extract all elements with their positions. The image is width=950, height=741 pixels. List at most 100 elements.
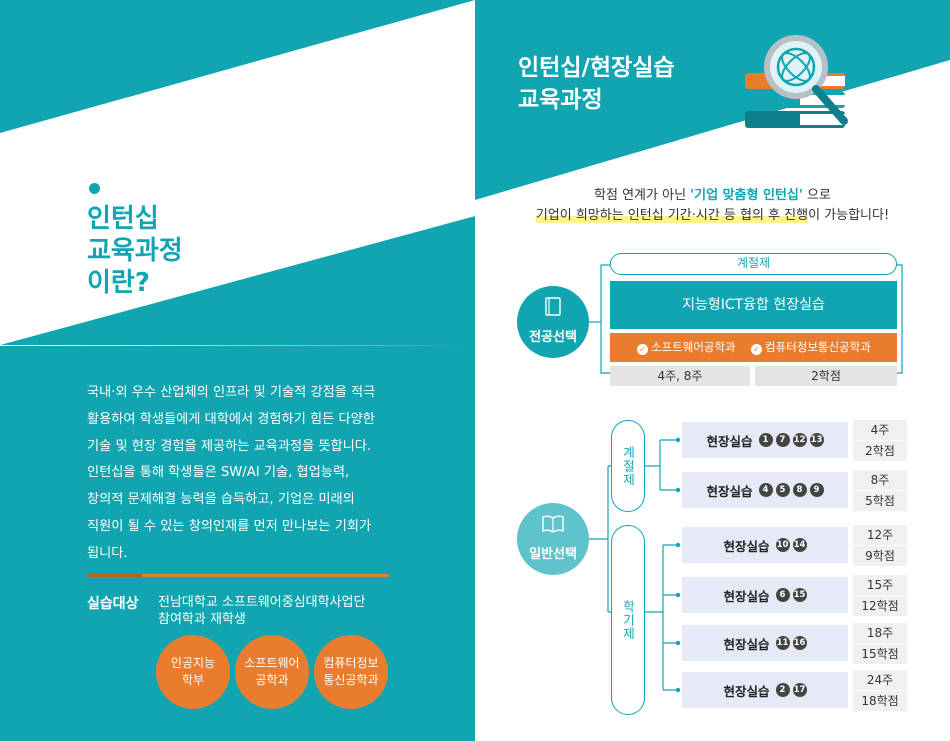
intro-text: 이 가능합니다! (808, 208, 890, 223)
dept-circle-sw: 소프트웨어 공학과 (235, 635, 309, 709)
dept-line: 통신공학과 (323, 673, 379, 687)
course-number-badge: 10 (775, 538, 790, 552)
target-label: 실습대상 (87, 596, 139, 612)
course-weeks: 18주 (853, 623, 907, 643)
course-credits: 5학점 (853, 491, 907, 511)
general-selection-circle: 일반선택 (517, 503, 589, 575)
right-title-line: 인턴십/현장실습 (518, 55, 675, 81)
course-number-badge: 1 (758, 433, 773, 447)
course-weeks: 8주 (853, 470, 907, 490)
intro-marked-text: 기업이 희망하는 인턴십 기간·시간 등 협의 후 진행 (535, 208, 809, 223)
course-number-badge: 11 (775, 636, 790, 650)
course-weeks: 24주 (853, 670, 907, 690)
course-name: 현장실습 (723, 683, 770, 699)
intro-line-1: 학점 연계가 아닌 '기업 맞춤형 인턴십' 으로 (475, 184, 950, 203)
description-line: 인턴십을 통해 학생들은 SW/AI 기술, 협업능력, (87, 465, 350, 481)
right-title-line: 교육과정 (518, 87, 603, 113)
major-credits: 2학점 (755, 366, 897, 386)
course-name: 현장실습 (723, 538, 770, 554)
dept-line: 컴퓨터정보 (323, 656, 379, 670)
major-dept-label: 컴퓨터정보통신공학과 (765, 340, 871, 354)
major-depts: ✓소프트웨어공학과 ✓컴퓨터정보통신공학과 (610, 333, 897, 362)
course-number-badge: 15 (792, 588, 807, 602)
major-program: 지능형ICT융합 현장실습 (610, 281, 897, 329)
major-dept-label: 소프트웨어공학과 (651, 340, 736, 354)
course-name: 현장실습 (706, 433, 753, 449)
intro-highlight: '기업 맞춤형 인턴십' (690, 188, 803, 203)
description-line: 국내·외 우수 산업체의 인프라 및 기술적 강점을 적극 (87, 385, 376, 400)
description-line: 창의적 문제해결 능력을 습득하고, 기업은 미래의 (87, 492, 355, 508)
course-number-badge: 13 (809, 433, 824, 447)
right-title: 인턴십/현장실습 교육과정 (518, 52, 675, 116)
term-label: 학기제 (620, 599, 636, 641)
left-title: 인턴십 교육과정 이란? (87, 203, 183, 299)
course-number-badge: 14 (792, 538, 807, 552)
description-line: 직원이 될 수 있는 창의인재를 먼저 만나보는 기회가 (87, 518, 372, 534)
dept-line: 학부 (181, 673, 205, 687)
course-credits: 15학점 (853, 644, 907, 664)
course-credits: 9학점 (853, 546, 907, 566)
target-line: 전남대학교 소프트웨어중심대학사업단 (158, 595, 366, 610)
course-weeks: 15주 (853, 575, 907, 595)
description-line: 활용하여 학생들에게 대학에서 경험하기 힘든 다양한 (87, 411, 375, 427)
description-line: 기술 및 현장 경험을 제공하는 교육과정을 뜻합니다. (87, 438, 372, 454)
intro-line-2: 기업이 희망하는 인턴십 기간·시간 등 협의 후 진행이 가능합니다! (475, 204, 950, 223)
left-title-line: 교육과정 (87, 236, 183, 266)
major-selection-circle: 전공선택 (517, 286, 589, 358)
term-pill-seasonal: 계절제 (611, 420, 645, 512)
course-number-badge: 5 (775, 483, 790, 497)
course-weeks: 12주 (853, 525, 907, 545)
right-panel: 인턴십/현장실습 교육과정 학점 연계가 아닌 '기업 맞춤형 인턴십' 으로 … (475, 0, 950, 741)
major-duration: 4주, 8주 (610, 366, 750, 386)
major-dept-item: ✓컴퓨터정보통신공학과 (751, 333, 871, 362)
course-number-badge: 8 (792, 483, 807, 497)
course-number-badge: 7 (775, 433, 790, 447)
dept-circle-ce: 컴퓨터정보 통신공학과 (314, 635, 388, 709)
course-number-badge: 4 (758, 483, 773, 497)
course-credits: 2학점 (853, 441, 907, 461)
course-weeks: 4주 (853, 420, 907, 440)
general-selection-label: 일반선택 (529, 547, 577, 562)
check-icon: ✓ (751, 344, 762, 355)
dept-line: 소프트웨어 (244, 656, 300, 670)
course-credits: 18학점 (853, 691, 907, 711)
dept-line: 공학과 (255, 673, 289, 687)
open-book-icon (542, 515, 564, 533)
course-number-badge: 6 (775, 588, 790, 602)
divider-accent (87, 574, 142, 577)
major-selection-label: 전공선택 (529, 330, 577, 345)
book-icon (545, 297, 561, 316)
books-magnifier-icon (745, 35, 848, 128)
course-number-badge: 17 (792, 683, 807, 697)
intro-text: 학점 연계가 아닌 (594, 188, 691, 203)
left-background (0, 0, 475, 741)
term-pill-semester: 학기제 (611, 525, 645, 715)
course-name: 현장실습 (706, 483, 753, 499)
description: 국내·외 우수 산업체의 인프라 및 기술적 강점을 적극 활용하여 학생들에게… (87, 380, 389, 568)
intro-text: 으로 (802, 188, 831, 203)
course-number-badge: 2 (775, 683, 790, 697)
major-dept-item: ✓소프트웨어공학과 (637, 333, 736, 362)
divider (87, 574, 389, 577)
course-number-badge: 9 (809, 483, 824, 497)
major-term-pill: 계절제 (610, 253, 897, 275)
term-label: 계절제 (620, 445, 636, 487)
course-credits: 12학점 (853, 596, 907, 616)
course-name: 현장실습 (723, 636, 770, 652)
left-title-line: 인턴십 (87, 204, 159, 234)
left-title-line: 이란? (87, 268, 150, 298)
course-number-badge: 12 (792, 433, 807, 447)
course-name: 현장실습 (723, 588, 770, 604)
left-panel: 인턴십 교육과정 이란? 국내·외 우수 산업체의 인프라 및 기술적 강점을 … (0, 0, 475, 741)
dept-circle-ai: 인공지능 학부 (156, 635, 230, 709)
target-line: 참여학과 재학생 (158, 612, 246, 627)
dept-line: 인공지능 (170, 656, 216, 670)
description-line: 됩니다. (87, 545, 128, 561)
